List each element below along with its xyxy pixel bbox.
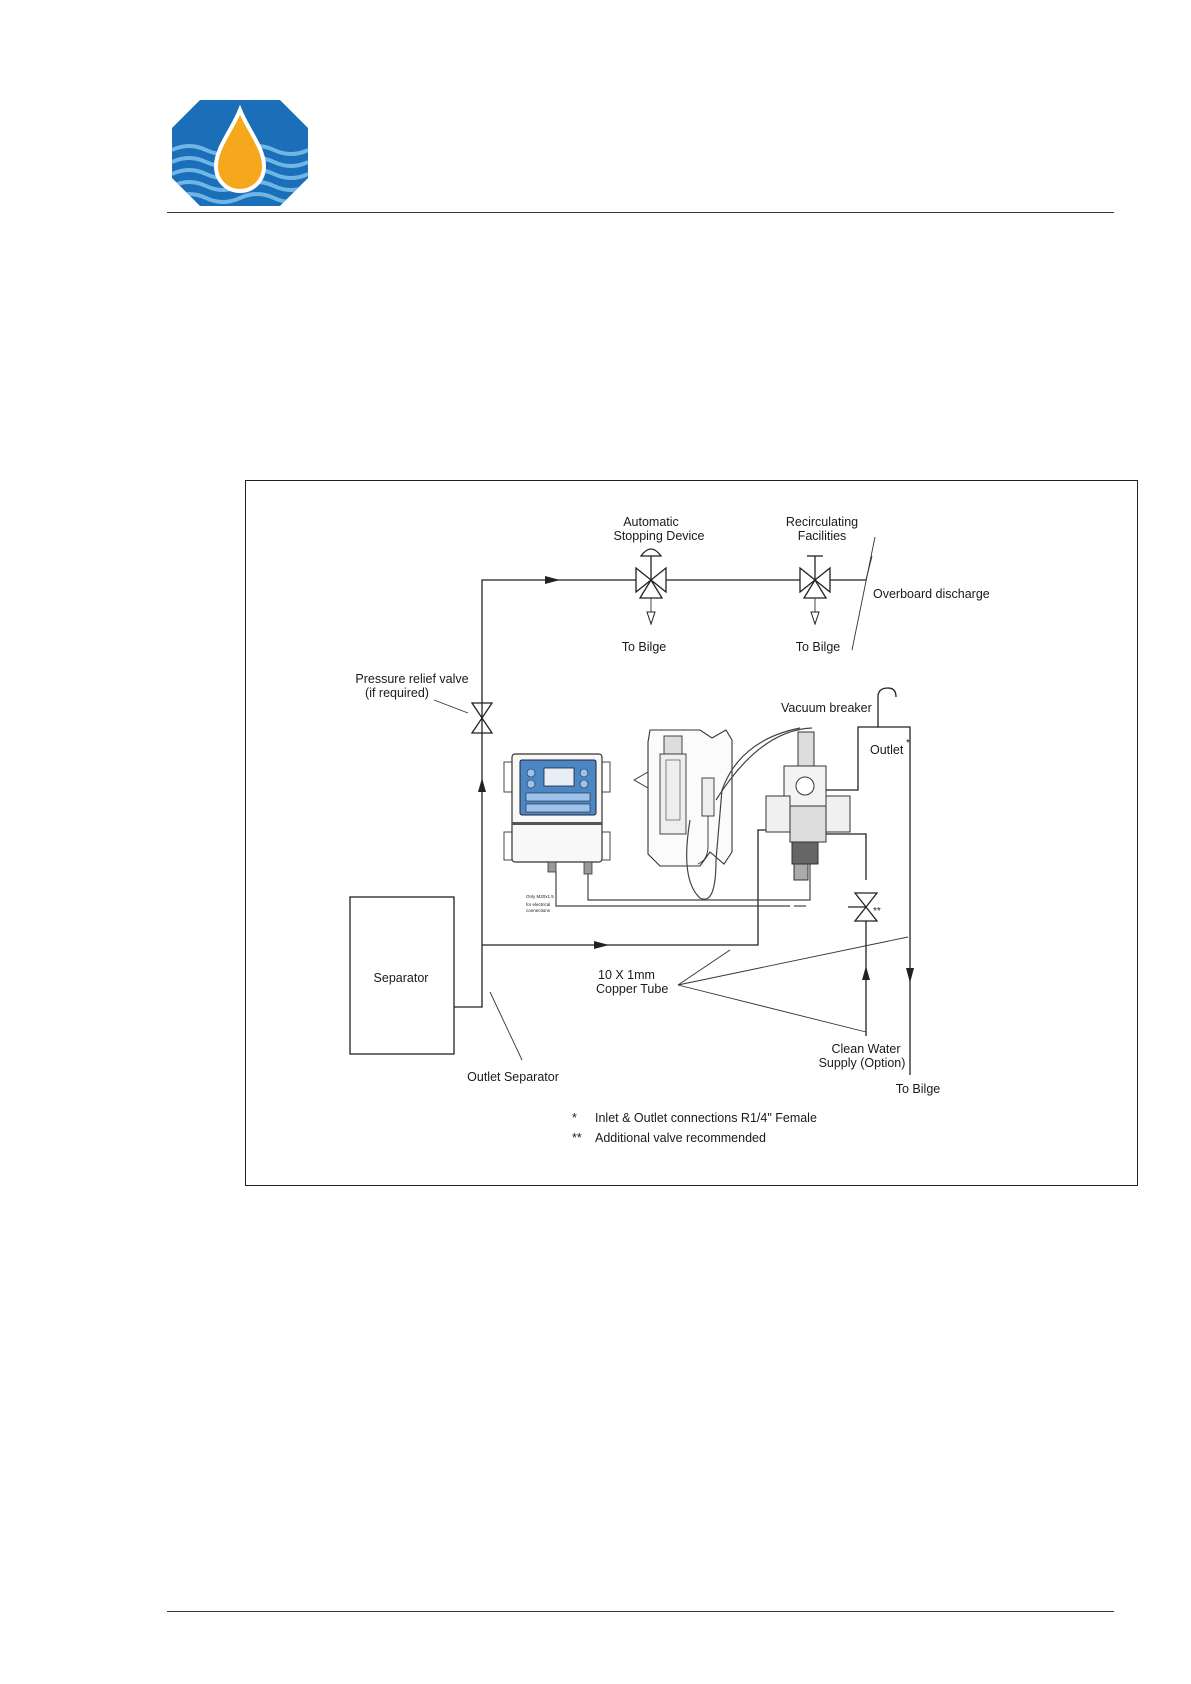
- label-overboard-discharge: Overboard discharge: [873, 587, 990, 601]
- label-automatic-stopping-1: Automatic: [623, 515, 679, 529]
- label-pressure-relief-1: Pressure relief valve: [355, 672, 468, 686]
- label-automatic-stopping-2: Stopping Device: [613, 529, 704, 543]
- installation-diagram-frame: [245, 480, 1138, 1186]
- label-vacuum-breaker: Vacuum breaker: [781, 701, 872, 715]
- label-copper-tube-1: 10 X 1mm: [598, 968, 655, 982]
- overboard-leader: [851, 536, 876, 651]
- header-rule: [167, 212, 1114, 213]
- control-unit-icon: [503, 753, 611, 875]
- label-copper-tube-2: Copper Tube: [596, 982, 668, 996]
- oil-drop-icon: [213, 104, 267, 194]
- automatic-stopping-valve-icon: [635, 548, 667, 626]
- label-separator: Separator: [374, 971, 429, 985]
- footer-rule: [167, 1611, 1114, 1612]
- label-recirculating-2: Facilities: [798, 529, 847, 543]
- sensor-housing-icon: [633, 729, 733, 867]
- recirculating-valve-icon: [799, 555, 831, 626]
- flow-arrow: [478, 778, 486, 792]
- label-electrical-note-3: connections: [526, 908, 551, 913]
- label-to-bilge-2: To Bilge: [796, 640, 841, 654]
- label-outlet-star: *: [906, 738, 910, 749]
- label-to-bilge-3: To Bilge: [896, 1082, 941, 1096]
- label-to-bilge-1: To Bilge: [622, 640, 667, 654]
- label-pressure-relief-2: (if required): [365, 686, 429, 700]
- pressure-relief-valve-icon: [470, 702, 494, 734]
- note-mark-2: **: [572, 1131, 582, 1145]
- flow-arrow: [545, 576, 560, 584]
- label-outlet: Outlet: [870, 743, 904, 757]
- note-text-1: Inlet & Outlet connections R1/4" Female: [595, 1111, 817, 1125]
- pressure-relief-leader: [433, 699, 469, 714]
- label-clean-water-1: Clean Water: [831, 1042, 900, 1056]
- vacuum-breaker-pipe: [826, 687, 897, 791]
- note-text-2: Additional valve recommended: [595, 1131, 766, 1145]
- company-logo: [172, 100, 308, 206]
- note-mark-1: *: [572, 1111, 577, 1125]
- flow-unit-icon: [765, 731, 851, 881]
- separator-box: [349, 896, 455, 1055]
- label-clean-water-2: Supply (Option): [819, 1056, 906, 1070]
- label-double-star: **: [873, 906, 881, 917]
- label-recirculating-1: Recirculating: [786, 515, 858, 529]
- label-electrical-note-1: Only M20x1.5: [526, 894, 554, 899]
- label-outlet-separator: Outlet Separator: [467, 1070, 559, 1084]
- outlet-separator-leader: [489, 991, 523, 1061]
- label-electrical-note-2: for electrical: [526, 902, 550, 907]
- copper-tube-leader: [677, 949, 731, 986]
- outlet-to-bilge-pipe: [878, 726, 911, 1075]
